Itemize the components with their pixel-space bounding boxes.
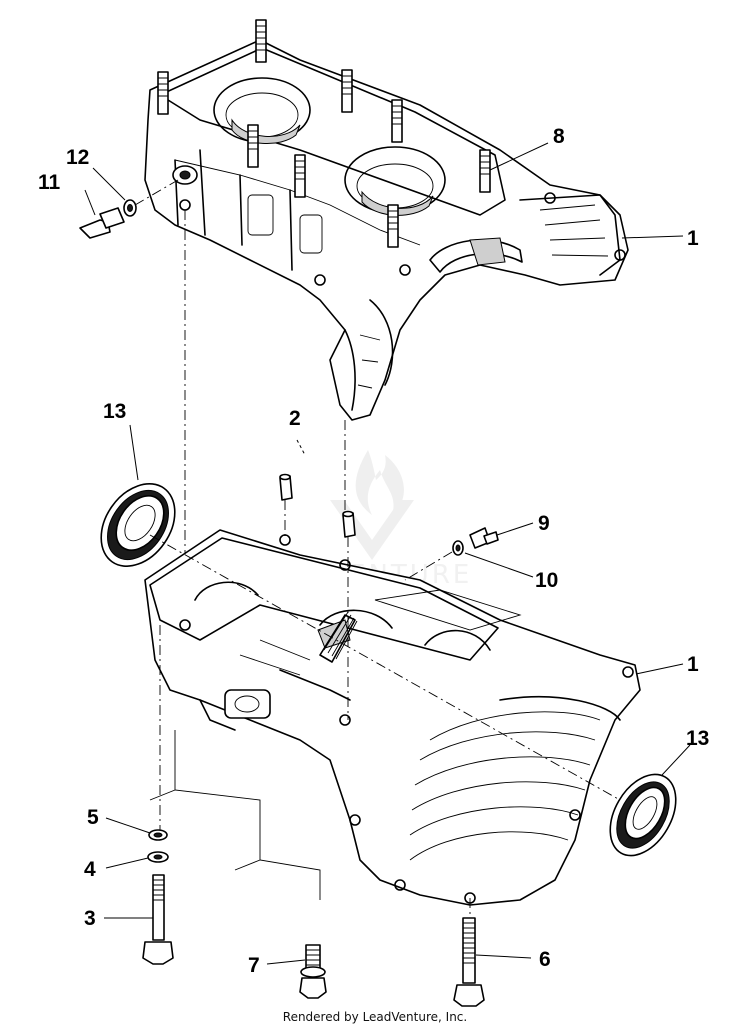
bolt-7 (299, 944, 327, 999)
stud (479, 149, 491, 193)
fitting-9 (469, 527, 499, 549)
oil-seal-13 (609, 773, 677, 857)
callout-12: 12 (66, 146, 89, 169)
callout-9: 9 (538, 512, 550, 535)
stud (391, 99, 403, 143)
callout-11: 11 (38, 171, 61, 194)
callout-1-top: 1 (687, 227, 699, 250)
stud (157, 71, 169, 115)
lock-washer-12 (123, 199, 137, 217)
callout-8: 8 (553, 125, 565, 148)
bolt-6 (453, 917, 485, 1007)
callout-6: 6 (539, 948, 551, 971)
washer-5 (148, 829, 168, 841)
credit-line: Rendered by LeadVenture, Inc. (282, 1010, 468, 1024)
leader-lines (84, 142, 691, 965)
upper-crankcase-half (144, 19, 629, 421)
stud (387, 204, 399, 248)
callout-labels: 1 2 3 4 5 6 7 8 9 10 11 12 13 1 13 (38, 125, 709, 977)
gear-teeth (319, 611, 358, 663)
stud (294, 154, 306, 198)
callout-7: 7 (248, 954, 260, 977)
stud (247, 124, 259, 168)
callout-4: 4 (84, 858, 96, 881)
lower-crankcase-half (144, 529, 641, 906)
callout-2: 2 (289, 407, 301, 430)
callout-10: 10 (535, 569, 558, 592)
lock-washer-4 (147, 851, 169, 863)
dowel-pin-2 (342, 510, 356, 538)
callout-13-top: 13 (103, 400, 126, 423)
callout-1-bottom: 1 (687, 653, 699, 676)
bolt-3 (142, 874, 174, 965)
fitting-11 (79, 207, 125, 239)
oil-seal-13 (100, 483, 176, 567)
lock-washer-10 (452, 540, 464, 556)
callout-5: 5 (87, 806, 99, 829)
callout-13-right: 13 (686, 727, 709, 750)
stud (255, 19, 267, 63)
stud (341, 69, 353, 113)
callout-3: 3 (84, 907, 96, 930)
dowel-pin-2 (279, 473, 293, 501)
